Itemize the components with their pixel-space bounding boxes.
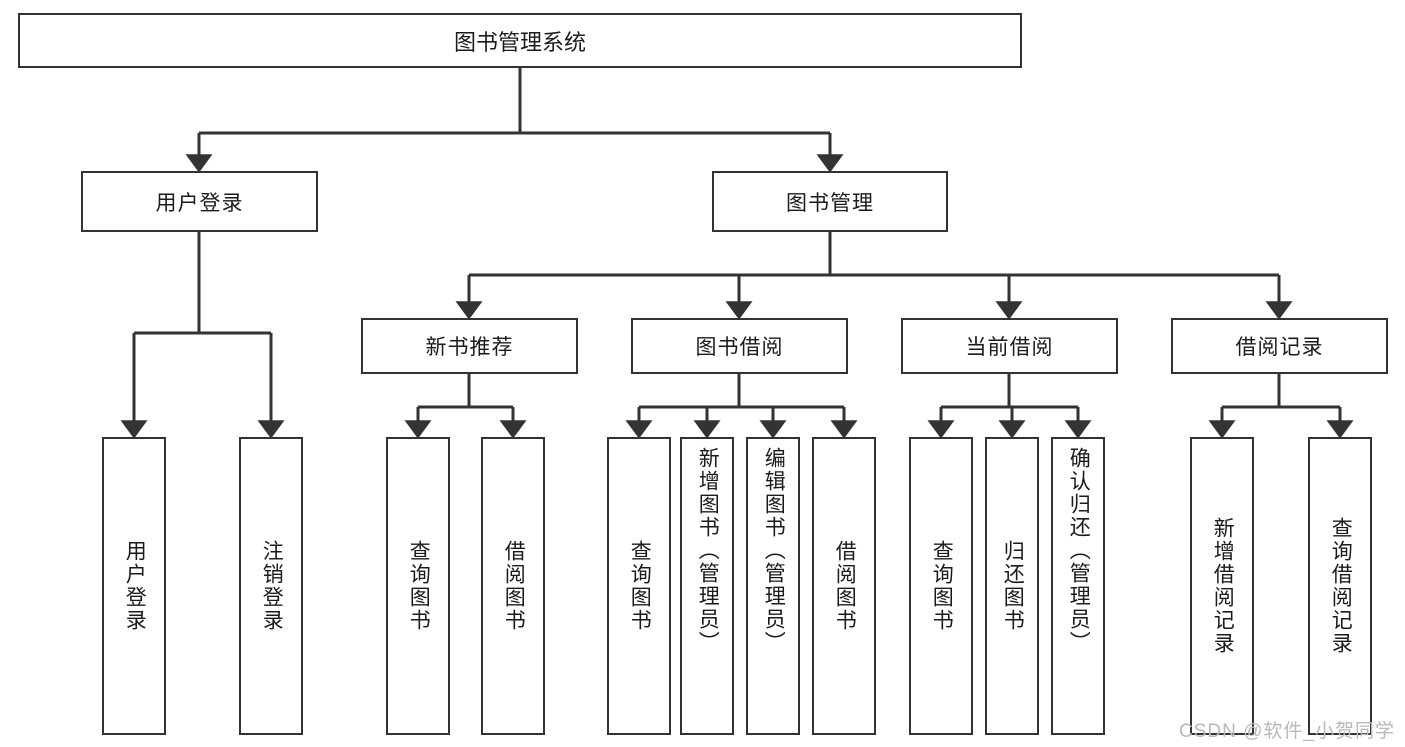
leaf-node[interactable]: 查询图书 bbox=[386, 437, 450, 735]
leaf-node[interactable]: 归还图书 bbox=[985, 437, 1039, 735]
leaf-node[interactable]: 编辑图书（管理员） bbox=[746, 437, 800, 735]
node-new-book-recommend[interactable]: 新书推荐 bbox=[361, 318, 578, 374]
leaf-node-label: 确认归还（管理员） bbox=[1067, 447, 1091, 654]
leaf-node-label: 借阅图书 bbox=[833, 540, 857, 632]
node-borrow-record-label: 借阅记录 bbox=[1235, 336, 1324, 359]
node-root-label: 图书管理系统 bbox=[453, 29, 586, 55]
node-book-borrow-label: 图书借阅 bbox=[695, 336, 784, 359]
leaf-node[interactable]: 借阅图书 bbox=[481, 437, 545, 735]
node-borrow-record[interactable]: 借阅记录 bbox=[1171, 318, 1388, 374]
leaf-node-label: 新增图书（管理员） bbox=[696, 447, 720, 654]
leaf-node-label: 查询图书 bbox=[407, 540, 431, 632]
leaf-node-label: 编辑图书（管理员） bbox=[762, 447, 786, 654]
leaf-node[interactable]: 查询借阅记录 bbox=[1308, 437, 1372, 735]
leaf-node[interactable]: 查询图书 bbox=[607, 437, 671, 735]
node-current-borrow[interactable]: 当前借阅 bbox=[901, 318, 1118, 374]
leaf-node[interactable]: 查询图书 bbox=[909, 437, 973, 735]
leaf-node-label: 注销登录 bbox=[260, 540, 284, 632]
leaf-node-label: 查询借阅记录 bbox=[1329, 517, 1353, 655]
leaf-node-label: 查询图书 bbox=[930, 540, 954, 632]
leaf-node[interactable]: 新增图书（管理员） bbox=[680, 437, 734, 735]
node-user-login[interactable]: 用户登录 bbox=[81, 171, 318, 232]
node-book-borrow[interactable]: 图书借阅 bbox=[631, 318, 848, 374]
leaf-node-label: 查询图书 bbox=[628, 540, 652, 632]
leaf-node-label: 归还图书 bbox=[1001, 540, 1025, 632]
leaf-node[interactable]: 借阅图书 bbox=[812, 437, 876, 735]
node-user-login-label: 用户登录 bbox=[155, 191, 244, 215]
leaf-node[interactable]: 用户登录 bbox=[102, 437, 166, 735]
node-book-management-label: 图书管理 bbox=[786, 191, 874, 215]
leaf-node[interactable]: 新增借阅记录 bbox=[1190, 437, 1254, 735]
node-new-book-recommend-label: 新书推荐 bbox=[425, 336, 514, 359]
node-book-management[interactable]: 图书管理 bbox=[712, 171, 948, 232]
leaf-node[interactable]: 注销登录 bbox=[239, 437, 303, 735]
leaf-node[interactable]: 确认归还（管理员） bbox=[1051, 437, 1105, 735]
node-current-borrow-label: 当前借阅 bbox=[965, 336, 1054, 359]
leaf-node-label: 新增借阅记录 bbox=[1211, 517, 1235, 655]
leaf-node-label: 借阅图书 bbox=[502, 540, 526, 632]
leaf-node-label: 用户登录 bbox=[123, 540, 147, 632]
node-root-system[interactable]: 图书管理系统 bbox=[18, 13, 1022, 68]
